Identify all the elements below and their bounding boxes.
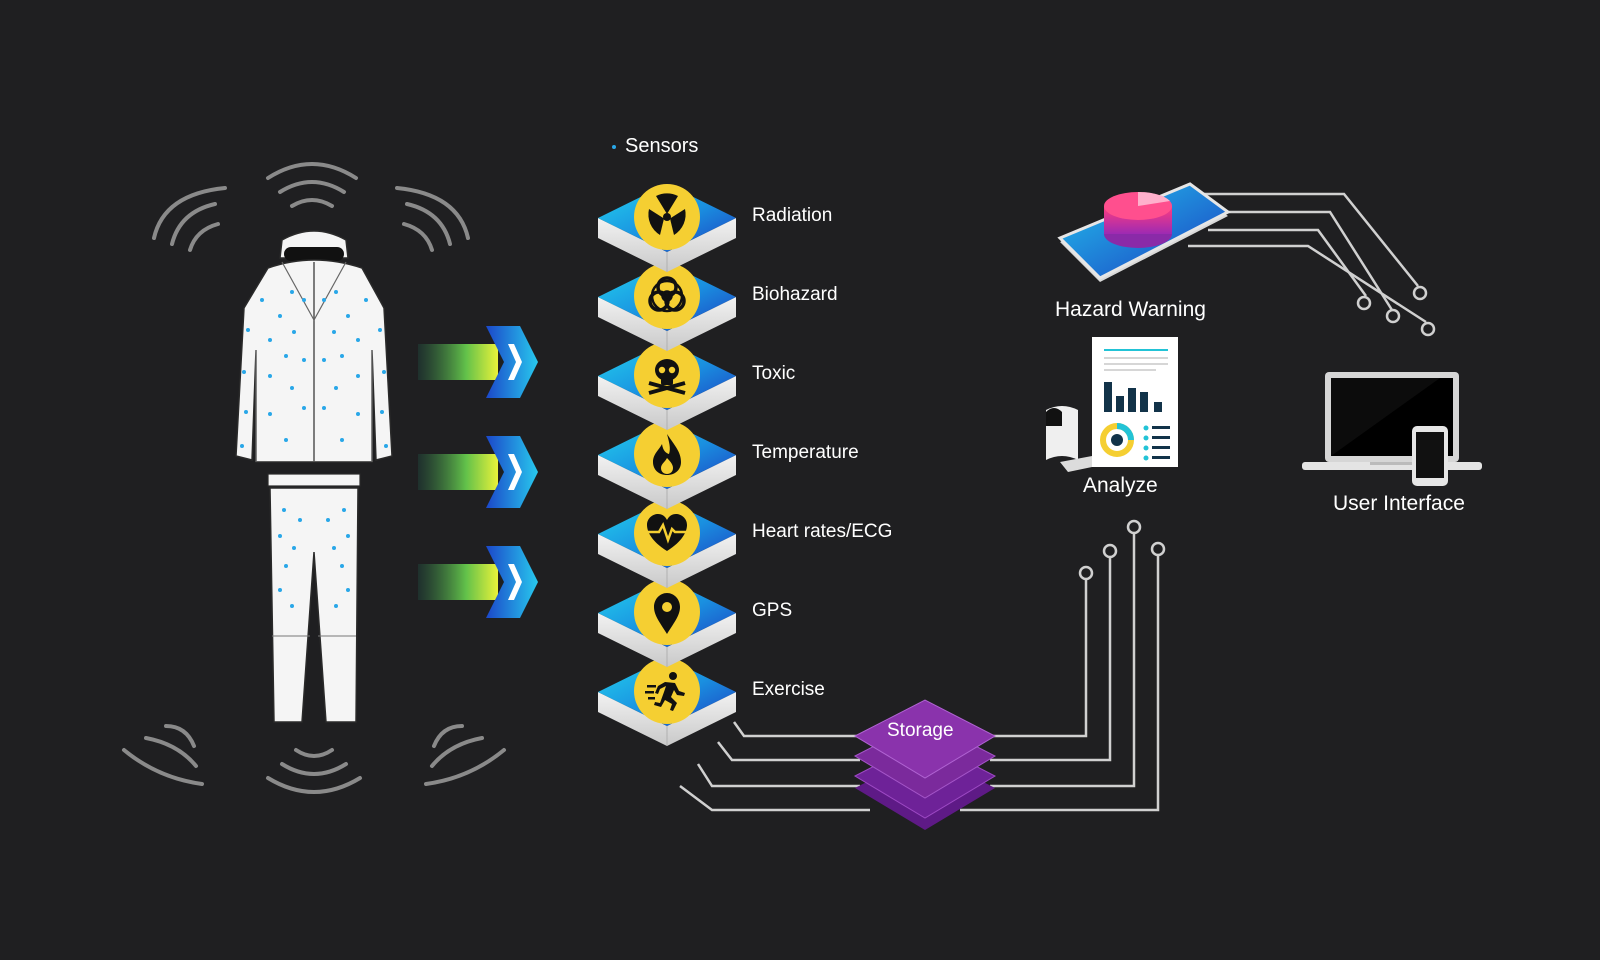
sensor-label: GPS: [752, 600, 793, 621]
wifi-signal-icon: [122, 724, 204, 786]
sensor-label: Toxic: [752, 363, 796, 384]
sensor-label: Heart rates/ECG: [752, 521, 893, 542]
arrow-icon: [418, 436, 538, 508]
wifi-signal-icon: [152, 186, 227, 252]
sensor-tile-location-pin: [598, 579, 736, 667]
biohazard-icon: [648, 276, 686, 313]
heart-ecg-icon: [647, 514, 687, 551]
flame-icon: [653, 434, 681, 475]
protective-suit-illustration: [235, 230, 393, 723]
wireless-signals: [122, 162, 506, 794]
sensor-tile-biohazard: [598, 263, 736, 351]
sensor-stack: [598, 184, 736, 746]
sensor-tile-radiation: [598, 184, 736, 272]
wifi-signal-icon: [266, 748, 362, 794]
arrow-icon: [418, 326, 538, 398]
analyze-label: Analyze: [1083, 474, 1158, 497]
wifi-signal-icon: [266, 162, 358, 208]
wifi-signal-icon: [424, 724, 506, 786]
radiation-icon: [648, 193, 686, 235]
hazard-warning-label: Hazard Warning: [1055, 298, 1206, 321]
sensor-label: Radiation: [752, 205, 833, 226]
sensor-tile-runner: [598, 658, 736, 746]
sensor-label: Exercise: [752, 679, 825, 700]
connector-lines: [679, 192, 1436, 812]
user-interface-label: User Interface: [1333, 492, 1465, 515]
arrow-icon: [418, 546, 538, 618]
runner-icon: [645, 672, 685, 711]
sensor-tile-flame: [598, 421, 736, 509]
sensor-label: Biohazard: [752, 284, 838, 305]
sensor-tile-skull: [598, 342, 736, 430]
storage-label: Storage: [887, 720, 954, 741]
data-flow-arrows: [418, 326, 538, 618]
sensors-heading: Sensors: [612, 135, 698, 158]
laptop-phone-icon: [1302, 372, 1482, 486]
storage-database-icon: [853, 699, 997, 830]
location-pin-icon: [654, 593, 680, 634]
sensor-tile-heart-ecg: [598, 500, 736, 588]
skull-icon: [648, 359, 686, 395]
wifi-signal-icon: [395, 186, 470, 252]
suit-sensor-dots: [240, 290, 388, 608]
report-analytics-icon: [1046, 337, 1178, 472]
bullet-dot: [612, 144, 616, 149]
tablet-pie-chart-icon: [1057, 182, 1231, 282]
sensor-label: Temperature: [752, 442, 859, 463]
sensors-heading-text: Sensors: [625, 135, 699, 157]
